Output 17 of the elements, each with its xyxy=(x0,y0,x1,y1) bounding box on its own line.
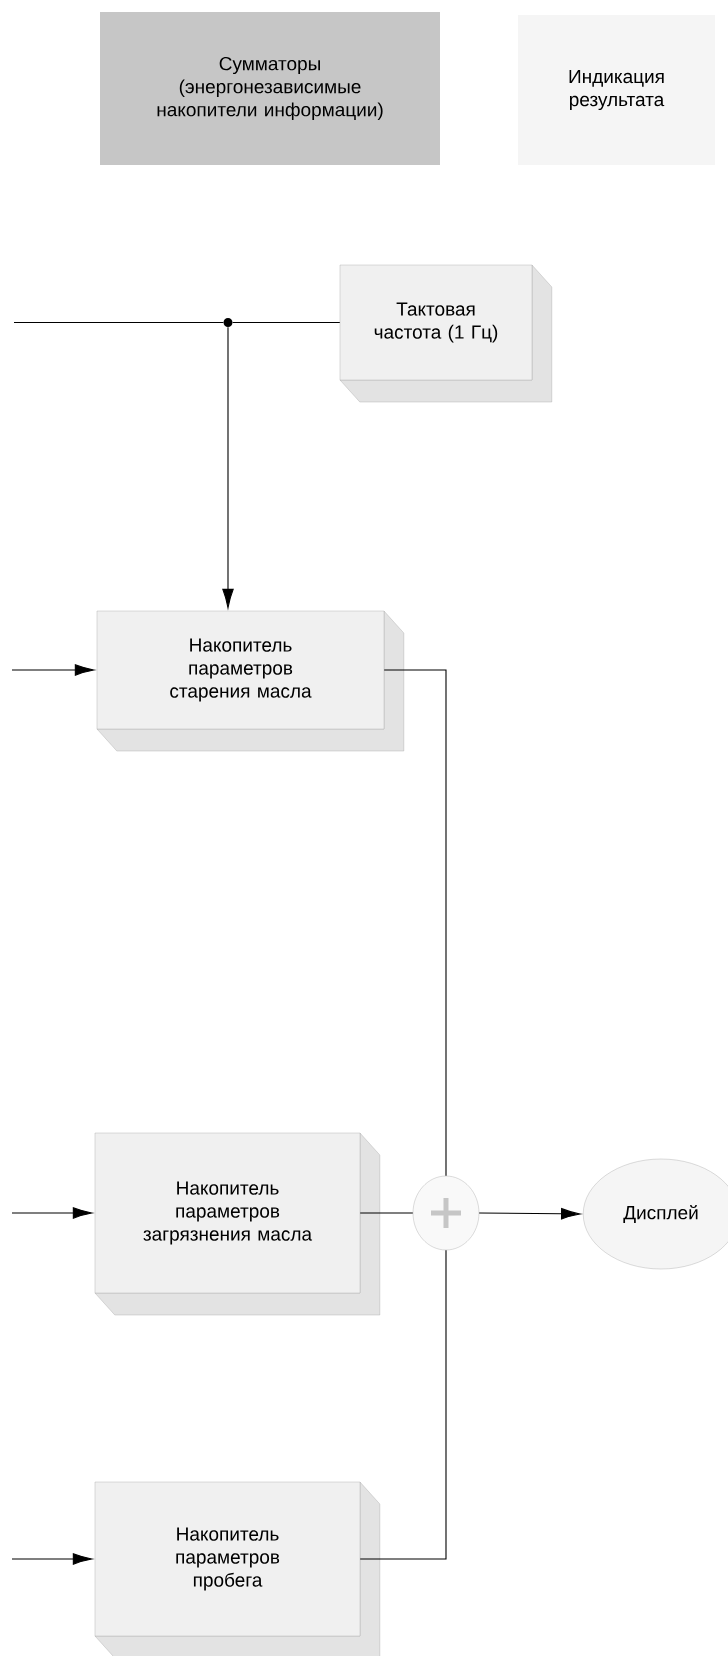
connector-line xyxy=(383,669,447,1177)
block-box: Накопитель параметров старения масла xyxy=(96,610,385,730)
block-box: Тактовая частота (1 Гц) xyxy=(339,264,533,381)
block-box: Накопитель параметров загрязнения масла xyxy=(94,1132,361,1294)
connector-line xyxy=(478,1208,581,1220)
connector-line xyxy=(11,1207,93,1219)
block-box: Накопитель параметров пробега xyxy=(94,1481,361,1637)
connector-line xyxy=(359,1249,447,1560)
connector-line xyxy=(232,321,341,324)
header-box: Индикация результата xyxy=(518,15,715,165)
summing-circle xyxy=(412,1175,480,1251)
connector-line xyxy=(11,1553,93,1565)
connector-line xyxy=(359,1212,414,1214)
connector-line xyxy=(13,321,224,324)
header-box: Сумматоры (энергонезависимые накопители информации) xyxy=(100,12,440,165)
connector-line xyxy=(222,326,234,609)
connector-line xyxy=(11,664,95,676)
